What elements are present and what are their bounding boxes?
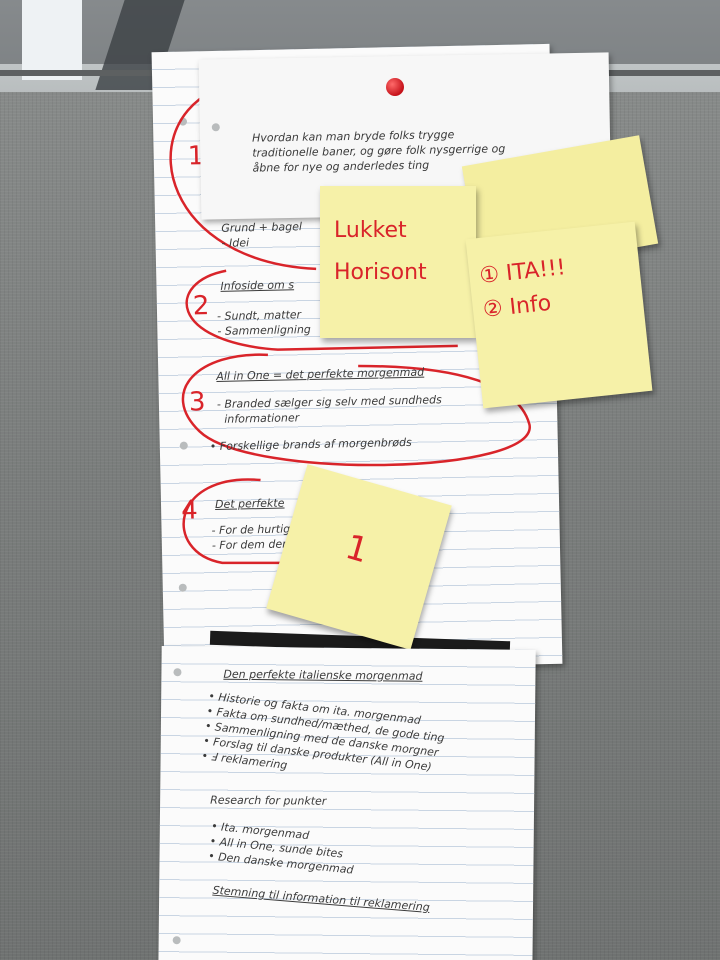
sticky-ita-text: ① ITA!!! ② Info xyxy=(478,255,567,323)
sticky-lukket-text: Lukket Horisont xyxy=(334,218,427,285)
sticky-lukket-horisont: Lukket Horisont xyxy=(320,186,476,338)
section-number: 4 xyxy=(180,495,199,526)
punch-hole xyxy=(211,123,220,132)
punch-hole xyxy=(172,936,181,945)
section-4-title: Det perfekte xyxy=(214,496,285,512)
section-3-line-1: - Branded sælger sig selv med sundheds i… xyxy=(216,393,442,426)
section-2-title: Infoside om s xyxy=(220,278,295,293)
sticky-ita-info: ① ITA!!! ② Info xyxy=(465,221,653,409)
section-2-line-1: - Sundt, matter xyxy=(216,308,302,323)
section-1-line-2: - Idei xyxy=(221,236,250,250)
window xyxy=(22,0,82,80)
ceiling xyxy=(0,0,720,92)
section-number: 3 xyxy=(188,387,206,418)
sticky-one-text: 1 xyxy=(340,526,373,572)
bottom-sheet: Den perfekte italienske morgenmad • Hist… xyxy=(158,646,536,960)
section-1-line-1: Grund + bagel xyxy=(221,220,303,235)
bottom-footer: Stemning til information til reklamering xyxy=(212,883,431,915)
section-4-line-1: - For de hurtig xyxy=(211,522,291,538)
section-number: 2 xyxy=(192,291,210,322)
push-pin xyxy=(386,78,404,96)
section-4-line-2: - For dem der xyxy=(211,537,287,553)
section-2-line-2: - Sammenligning xyxy=(217,322,311,338)
punch-hole xyxy=(173,668,182,677)
bottom-bullets: • Historie og fakta om ita. morgenmad • … xyxy=(200,689,446,774)
research-title: Research for punkter xyxy=(210,793,327,808)
research-bullets: • Ita. morgenmad • All in One, sunde bit… xyxy=(207,819,355,877)
bottom-title: Den perfekte italienske morgenmad xyxy=(223,667,423,683)
